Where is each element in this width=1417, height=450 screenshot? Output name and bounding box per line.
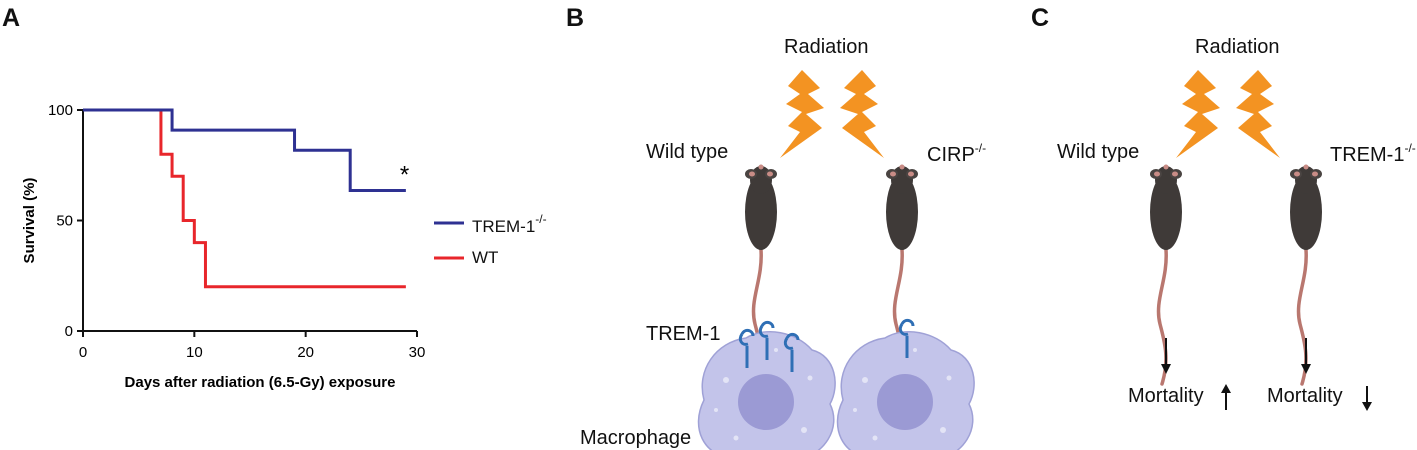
lightning-bolt-icon — [1176, 70, 1220, 158]
c-right-label-sup: -/- — [1404, 141, 1416, 155]
c-right-label-text: TREM-1 — [1330, 144, 1405, 166]
c-right-label: TREM-1-/- — [1330, 141, 1416, 167]
b-cell-label: Macrophage — [580, 427, 692, 449]
legend-label-wt: WT — [472, 248, 499, 267]
b-receptor-label: TREM-1 — [646, 323, 721, 345]
x-tick-label: 10 — [186, 344, 203, 361]
down-arrow-icon — [1362, 386, 1372, 411]
significance-annotation: * — [400, 161, 409, 188]
lightning-bolt-icon — [1236, 70, 1280, 158]
panel-letter-a: A — [2, 4, 21, 32]
legend-label-trem1: TREM-1-/- — [472, 212, 547, 237]
y-axis-title: Survival (%) — [21, 178, 38, 264]
x-tick-label: 30 — [409, 344, 426, 361]
panel-letter-b: B — [566, 4, 585, 32]
c-left-label: Wild type — [1057, 141, 1140, 163]
x-tick-label: 0 — [79, 344, 87, 361]
c-right-outcome: Mortality — [1267, 385, 1343, 407]
series-line-trem1 — [83, 108, 406, 192]
lightning-bolt-icon — [780, 70, 824, 158]
y-tick-label: 0 — [65, 323, 73, 340]
panel-letter-c: C — [1031, 4, 1050, 32]
y-tick-label: 50 — [56, 213, 73, 230]
lightning-bolt-icon — [840, 70, 884, 158]
x-axis-title: Days after radiation (6.5-Gy) exposure — [125, 374, 396, 391]
y-tick-label: 100 — [48, 102, 73, 119]
b-left-label: Wild type — [646, 141, 729, 163]
b-right-label: CIRP-/- — [927, 141, 986, 167]
legend-label-trem1-sup: -/- — [535, 212, 547, 226]
b-right-label-sup: -/- — [974, 141, 987, 155]
down-arrow-icon — [1301, 338, 1311, 374]
up-arrow-icon — [1221, 384, 1231, 410]
down-arrow-icon — [1161, 338, 1171, 374]
c-title: Radiation — [1195, 36, 1280, 58]
x-tick-label: 20 — [297, 344, 314, 361]
legend-label-trem1-text: TREM-1 — [472, 217, 536, 236]
b-right-label-text: CIRP — [927, 144, 975, 166]
b-title: Radiation — [784, 36, 869, 58]
c-left-outcome: Mortality — [1128, 385, 1204, 407]
series-line-wt — [83, 108, 406, 289]
